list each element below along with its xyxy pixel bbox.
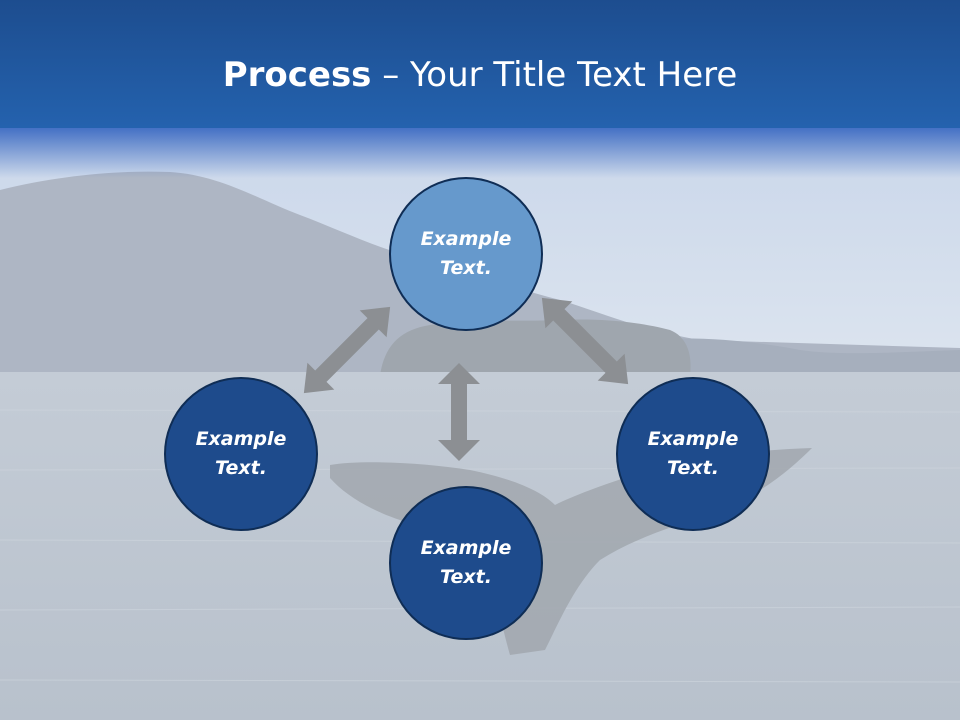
- slide-title-rest: – Your Title Text Here: [371, 55, 738, 95]
- slide-title-bold: Process: [222, 55, 372, 95]
- slide-title: Process – Your Title Text Here: [0, 52, 960, 98]
- process-node-bottom[interactable]: Example Text.: [389, 486, 543, 640]
- double-arrow-icon: [541, 297, 629, 385]
- process-node-top[interactable]: Example Text.: [389, 177, 543, 331]
- process-node-right[interactable]: Example Text.: [616, 377, 770, 531]
- title-bar: [0, 0, 960, 128]
- title-bar-fade: [0, 128, 960, 178]
- double-arrow-icon: [438, 363, 480, 461]
- double-arrow-icon: [303, 306, 391, 394]
- process-node-left[interactable]: Example Text.: [164, 377, 318, 531]
